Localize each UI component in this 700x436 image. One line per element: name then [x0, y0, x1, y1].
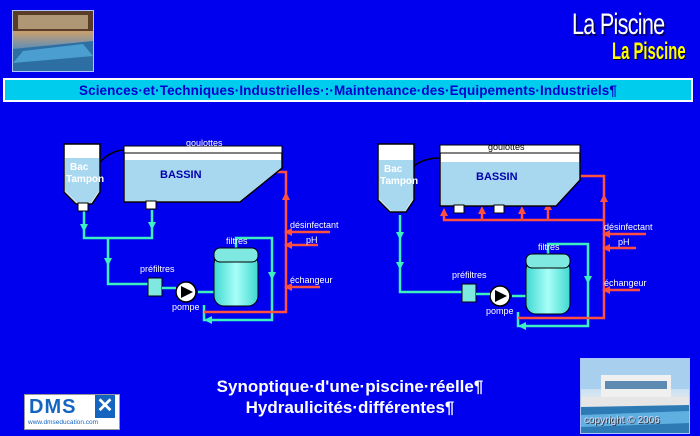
caption-line1: Synoptique·d'une·piscine·réelle¶ [216, 377, 484, 396]
logo-text-yellow: La Piscine [612, 38, 686, 65]
label-pompe-r: pompe [486, 306, 514, 316]
label-echangeur: échangeur [290, 275, 333, 285]
filter-tank-left [213, 247, 259, 307]
label-filtres-r: filtres [538, 242, 560, 252]
prefilter-right [461, 283, 477, 303]
pipe-bac-to-prefilter-r [398, 215, 462, 294]
pipe-return-hot [204, 170, 288, 314]
label-pompe: pompe [172, 302, 200, 312]
label-bassin: BASSIN [160, 169, 202, 181]
label-filtres: filtres [226, 236, 248, 246]
diagram-right: goulottes Bac Tampon BASSIN filtres préf… [377, 142, 653, 330]
pool-building-photo [580, 358, 690, 434]
pipe-bac-to-prefilter [106, 238, 148, 286]
banner-title: Sciences·et·Techniques·Industrielles·:·M… [78, 82, 617, 98]
label-desinfectant: désinfectant [290, 220, 339, 230]
label-goulottes-r: goulottes [488, 142, 525, 152]
label-ph: pH [306, 235, 318, 245]
pipe-bac-outlet [82, 205, 154, 240]
flow-arrows [80, 222, 276, 324]
label-echangeur-r: échangeur [604, 278, 647, 288]
label-goulottes: goulottes [186, 138, 223, 148]
prefilter-left [147, 277, 163, 297]
diagram-left: goulottes Bac Tampon BASSIN filtres préf… [63, 138, 339, 324]
slide-caption: Synoptique·d'une·piscine·réelle¶ Hydraul… [180, 376, 520, 418]
logo-text-white: La Piscine [572, 8, 665, 41]
label-prefiltres: préfiltres [140, 264, 175, 274]
copyright-text: copyright © 2006 [584, 415, 660, 426]
label-tampon: Tampon [66, 174, 104, 185]
pipe-filter-out-r [516, 242, 590, 328]
filter-tank-right [525, 253, 571, 315]
label-bac-r: Bac [384, 164, 403, 175]
caption-line2: Hydraulicités·différentes¶ [245, 398, 455, 417]
label-desinfectant-r: désinfectant [604, 222, 653, 232]
label-ph-r: pH [618, 237, 630, 247]
dms-logo-url: www.dmseducation.com [28, 419, 99, 426]
label-bac: Bac [70, 162, 89, 173]
label-bassin-r: BASSIN [476, 171, 518, 183]
pool-interior-photo [12, 10, 94, 72]
title-banner: Sciences·et·Techniques·Industrielles·:·M… [3, 78, 693, 102]
dms-x-icon: ✕ [95, 395, 115, 418]
la-piscine-logo: La Piscine La Piscine [572, 6, 692, 70]
dms-logo-text: DMS [29, 396, 77, 418]
label-tampon-r: Tampon [380, 176, 418, 187]
dms-logo: DMS ✕ www.dmseducation.com [24, 394, 120, 430]
label-prefiltres-r: préfiltres [452, 270, 487, 280]
